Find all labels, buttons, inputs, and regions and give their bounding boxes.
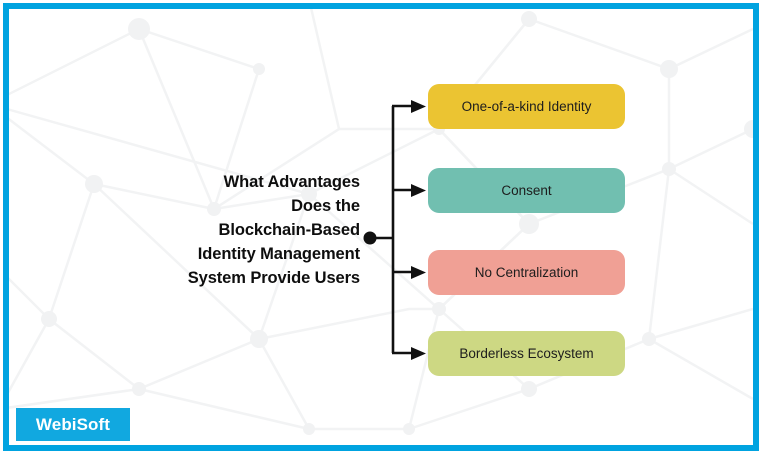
webisoft-logo: WebiSoft <box>16 408 130 441</box>
branch-box-no-centralization[interactable]: No Centralization <box>428 250 625 295</box>
branch-box-consent[interactable]: Consent <box>428 168 625 213</box>
branch-box-borderless-ecosystem[interactable]: Borderless Ecosystem <box>428 331 625 376</box>
branch-label: Borderless Ecosystem <box>459 346 594 361</box>
branch-box-one-of-a-kind-identity[interactable]: One-of-a-kind Identity <box>428 84 625 129</box>
branch-label: No Centralization <box>474 265 579 280</box>
root-question-label: What Advantages Does the Blockchain-Base… <box>187 173 360 287</box>
logo-text: WebiSoft <box>35 414 111 434</box>
branch-label: Consent <box>501 183 552 198</box>
cyan-border-frame <box>3 3 759 451</box>
branch-label: One-of-a-kind Identity <box>461 99 592 114</box>
